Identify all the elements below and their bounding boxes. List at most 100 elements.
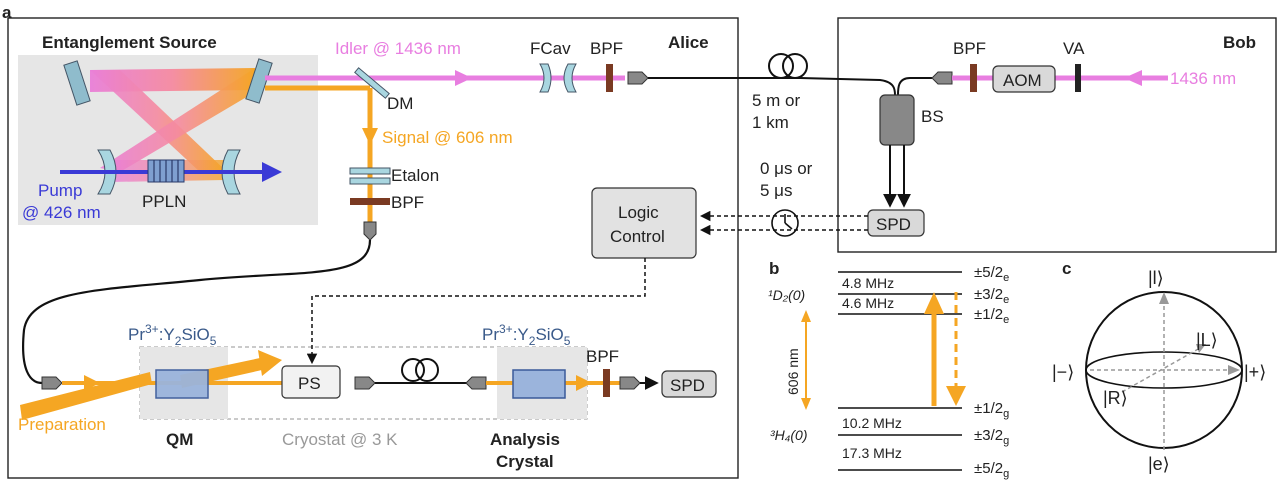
- link-fiber-length-2: 1 km: [752, 113, 789, 132]
- bob-laser-label: 1436 nm: [1170, 69, 1236, 88]
- fcav-mirror-1: [539, 63, 552, 93]
- dm-mirror: [354, 67, 390, 99]
- bob-spd-label: SPD: [876, 215, 911, 234]
- alice-spd-label: SPD: [670, 376, 705, 395]
- qm-label: QM: [166, 430, 193, 449]
- etalon-plate-2: [349, 177, 391, 185]
- alice-idler-bpf: [606, 64, 613, 92]
- level-scheme: 4.8 MHz 4.6 MHz 10.2 MHz 17.3 MHz ¹D₂(0)…: [768, 264, 1009, 480]
- bloch-right-label: |+⟩: [1244, 362, 1266, 382]
- fiber-loop-2: [415, 358, 439, 382]
- dm-label: DM: [387, 94, 413, 113]
- analysis-crystal-label: Pr3+:Y2SiO5: [482, 322, 571, 348]
- source-mirror-1: [63, 60, 91, 106]
- idler-label: Idler @ 1436 nm: [335, 39, 461, 58]
- memory-input-coupler: [41, 376, 63, 390]
- link-fiber-bob: [897, 77, 932, 96]
- idler-fiber-coupler: [627, 71, 649, 85]
- alice-idler-bpf-label: BPF: [590, 39, 623, 58]
- ppln-poling: [153, 160, 179, 182]
- link-fiber-loop-1: [768, 53, 794, 79]
- ps-box: [281, 365, 341, 399]
- analysis-arrow: [576, 375, 592, 391]
- bob-frame: [837, 17, 1277, 253]
- source-beams: [90, 68, 255, 182]
- preparation-label: Preparation: [18, 415, 106, 434]
- transition-arrow-up: [801, 310, 811, 322]
- logic-to-ps-signal: [306, 258, 646, 365]
- memory-signal-arrow: [84, 375, 100, 391]
- upper-label-32: ±3/2e: [974, 286, 1009, 306]
- bob-bpf: [970, 64, 977, 92]
- bob-title: Bob: [1223, 33, 1256, 52]
- idler-arrow: [455, 70, 472, 86]
- delay-label-2: 5 μs: [760, 181, 792, 200]
- svg-text:Pr3+:Y2SiO5: Pr3+:Y2SiO5: [482, 322, 571, 348]
- bob-laser-arrow: [1124, 70, 1142, 86]
- upper-splitting-2: 4.6 MHz: [842, 295, 894, 311]
- bob-fiber-coupler: [931, 71, 953, 85]
- panel-label-c: c: [1062, 259, 1071, 278]
- etalon-label: Etalon: [391, 166, 439, 185]
- pump-arrow: [262, 162, 282, 182]
- lower-state-label: ³H₄(0): [770, 427, 808, 443]
- fiber-loop-1: [401, 358, 425, 382]
- transition-arrow-down: [801, 398, 811, 410]
- bloch-x-arrow: [1228, 365, 1240, 375]
- lower-splitting-1: 10.2 MHz: [842, 415, 902, 431]
- alice-spd-box: [661, 370, 717, 398]
- bob-spd-box: [867, 209, 925, 237]
- signal-arrow: [362, 128, 378, 145]
- fcav-label: FCav: [530, 39, 571, 58]
- bloch-r-label: |R⟩: [1103, 388, 1128, 408]
- analysis-crystal: [512, 369, 566, 399]
- analysis-label-1: Analysis: [490, 430, 560, 449]
- link-fiber-length-1: 5 m or: [752, 91, 801, 110]
- signal-fiber: [22, 239, 372, 385]
- bloch-sphere: |l⟩ |e⟩ |−⟩ |+⟩ |L⟩ |R⟩: [1052, 268, 1266, 474]
- bs-label: BS: [921, 107, 944, 126]
- panel-label-b: b: [769, 259, 779, 278]
- bloch-z-arrow: [1159, 292, 1169, 304]
- alice-title: Alice: [668, 33, 709, 52]
- alice-spd-coupler: [619, 376, 641, 390]
- pump-label-2: @ 426 nm: [22, 203, 101, 222]
- delay-label-1: 0 μs or: [760, 159, 813, 178]
- cryostat-label: Cryostat @ 3 K: [282, 430, 398, 449]
- upper-label-52: ±5/2e: [974, 264, 1009, 284]
- bs-box: [879, 94, 915, 146]
- upper-label-12: ±1/2e: [974, 306, 1009, 326]
- fcav-mirror-2: [563, 63, 577, 93]
- emission-arrowhead: [946, 386, 966, 406]
- bloch-bottom-label: |e⟩: [1148, 454, 1170, 474]
- logic-control-box: [591, 187, 697, 259]
- lower-label-12: ±1/2g: [974, 400, 1009, 420]
- ps-output-coupler: [354, 376, 376, 390]
- panel-label-a: a: [2, 3, 12, 22]
- link-fiber-loop-2: [782, 53, 808, 79]
- lower-splitting-2: 17.3 MHz: [842, 445, 902, 461]
- bloch-l-label: |L⟩: [1196, 330, 1218, 350]
- alice-signal-bpf-label: BPF: [391, 193, 424, 212]
- source-title: Entanglement Source: [42, 33, 217, 52]
- preparation-arrow: [258, 350, 282, 376]
- bob-bpf-label: BPF: [953, 39, 986, 58]
- svg-text:Pr3+:Y2SiO5: Pr3+:Y2SiO5: [128, 322, 217, 348]
- analysis-bpf: [603, 369, 610, 397]
- bloch-y-arrow: [1196, 344, 1206, 353]
- bloch-y-axis: [1121, 347, 1201, 393]
- analysis-input-coupler: [465, 376, 487, 390]
- lower-label-52: ±5/2g: [974, 460, 1009, 480]
- ppln-label: PPLN: [142, 192, 186, 211]
- lower-label-32: ±3/2g: [974, 427, 1009, 447]
- va-label: VA: [1063, 39, 1085, 58]
- analysis-bpf-label: BPF: [586, 347, 619, 366]
- absorption-arrowhead: [924, 292, 944, 314]
- transition-label: 606 nm: [785, 348, 801, 395]
- upper-state-label: ¹D₂(0): [768, 287, 805, 303]
- alice-frame: [7, 17, 739, 479]
- source-mirror-2: [245, 58, 273, 104]
- analysis-label-2: Crystal: [496, 452, 554, 471]
- signal-fiber-coupler: [363, 221, 377, 241]
